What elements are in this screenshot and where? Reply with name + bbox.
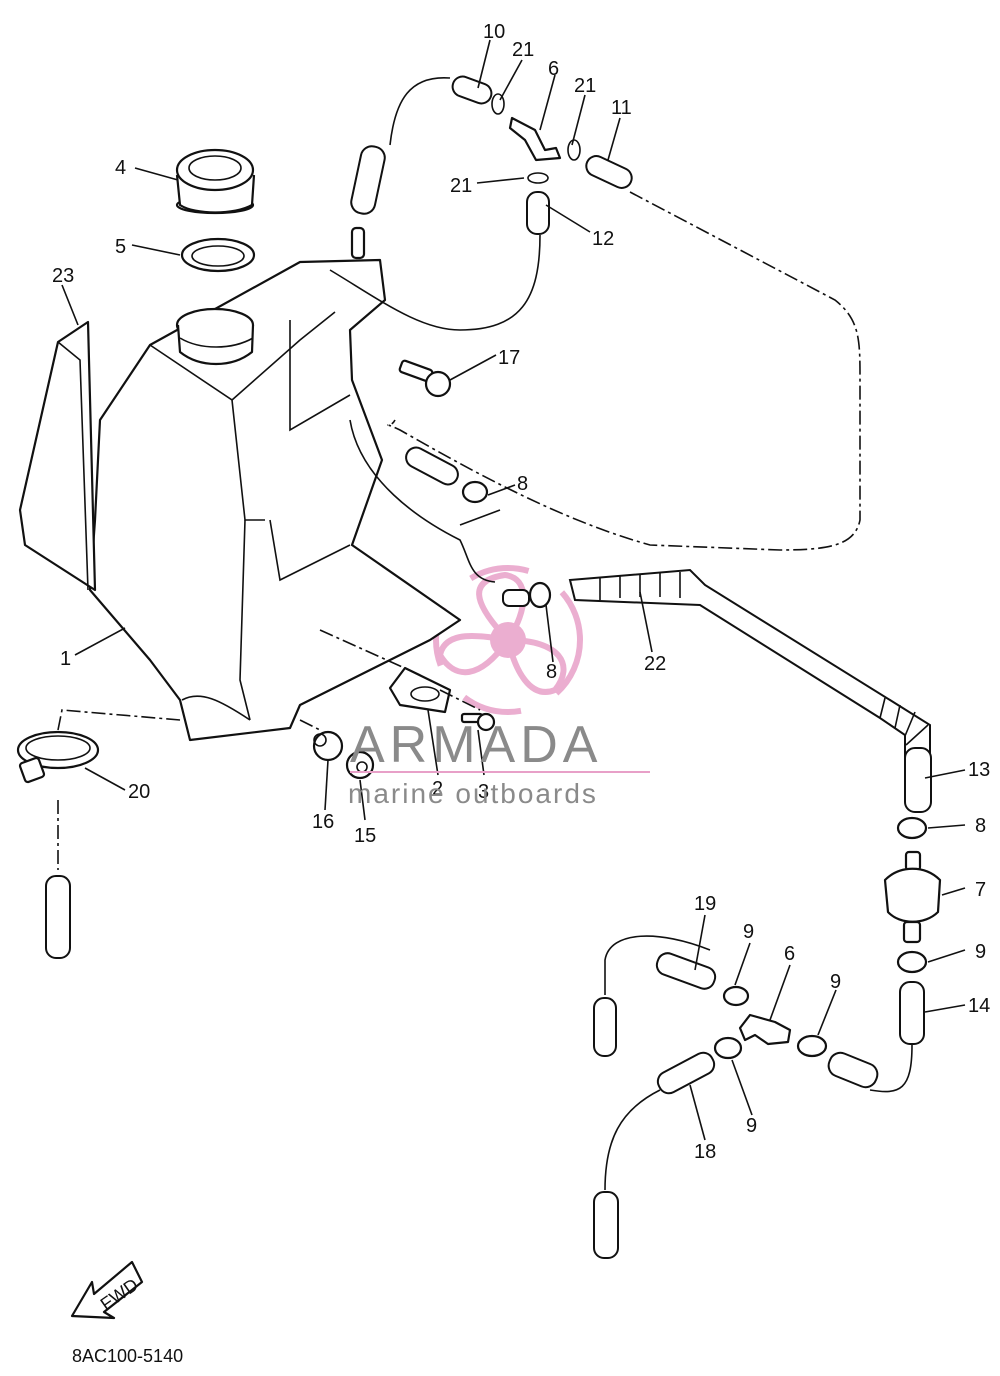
callout-22: 22 [644,653,666,675]
bracket-2 [388,666,452,714]
callout-21: 21 [450,175,472,197]
watermark-brand: ARMADA [350,716,602,774]
fuel-tank [88,226,462,742]
callout-labels: 10 21 6 21 11 4 21 12 5 23 17 8 22 8 1 2… [52,21,990,1163]
fwd-arrow-icon: FWD [70,1260,144,1320]
watermark-tagline: marine outboards [348,778,598,809]
callout-9: 9 [743,921,754,943]
cap-gasket [180,237,256,273]
callout-18: 18 [694,1141,716,1163]
callout-3: 3 [478,781,489,803]
callout-14: 14 [968,995,990,1017]
callout-2: 2 [432,778,443,800]
hose-14 [899,981,925,1045]
upper-hose-clamp [349,419,501,583]
callout-1: 1 [60,648,71,670]
clamp-8-lower [896,816,928,840]
callout-19: 19 [694,893,716,915]
callout-17: 17 [498,347,520,369]
callout-11: 11 [611,97,632,119]
callout-15: 15 [354,825,376,847]
diagram-part-code: 8AC100-5140 [72,1346,183,1366]
callout-8: 8 [975,815,986,837]
callout-20: 20 [128,781,150,803]
tank-cover-panel [18,320,97,592]
watermark-propeller-logo [433,565,583,715]
callout-9: 9 [746,1115,757,1137]
leader-lines [61,39,966,1141]
bolt-17 [398,359,452,398]
callout-21: 21 [512,39,534,61]
clamp-9-filter [896,950,928,974]
fuel-hose-22 [502,568,932,813]
callout-21: 21 [574,75,596,97]
lower-t-joint-assembly [593,935,913,1259]
screw-3 [460,712,496,732]
callout-9: 9 [975,941,986,963]
callout-6: 6 [784,943,795,965]
grommet-16 [312,730,344,762]
callout-13: 13 [968,759,990,781]
callout-6: 6 [548,58,559,80]
callout-16: 16 [312,811,334,833]
callout-4: 4 [115,157,126,179]
callout-23: 23 [52,265,74,287]
fuel-filter-7 [883,850,942,944]
callout-9: 9 [830,971,841,993]
callout-12: 12 [592,228,614,250]
callout-10: 10 [483,21,505,43]
vent-hose-assembly [329,75,861,551]
hose-lower-left [45,875,71,959]
callout-8: 8 [546,661,557,683]
callout-8: 8 [517,473,528,495]
band-clamp-20 [16,730,100,784]
tank-cap [175,148,256,215]
callout-7: 7 [975,879,986,901]
callout-5: 5 [115,236,126,258]
